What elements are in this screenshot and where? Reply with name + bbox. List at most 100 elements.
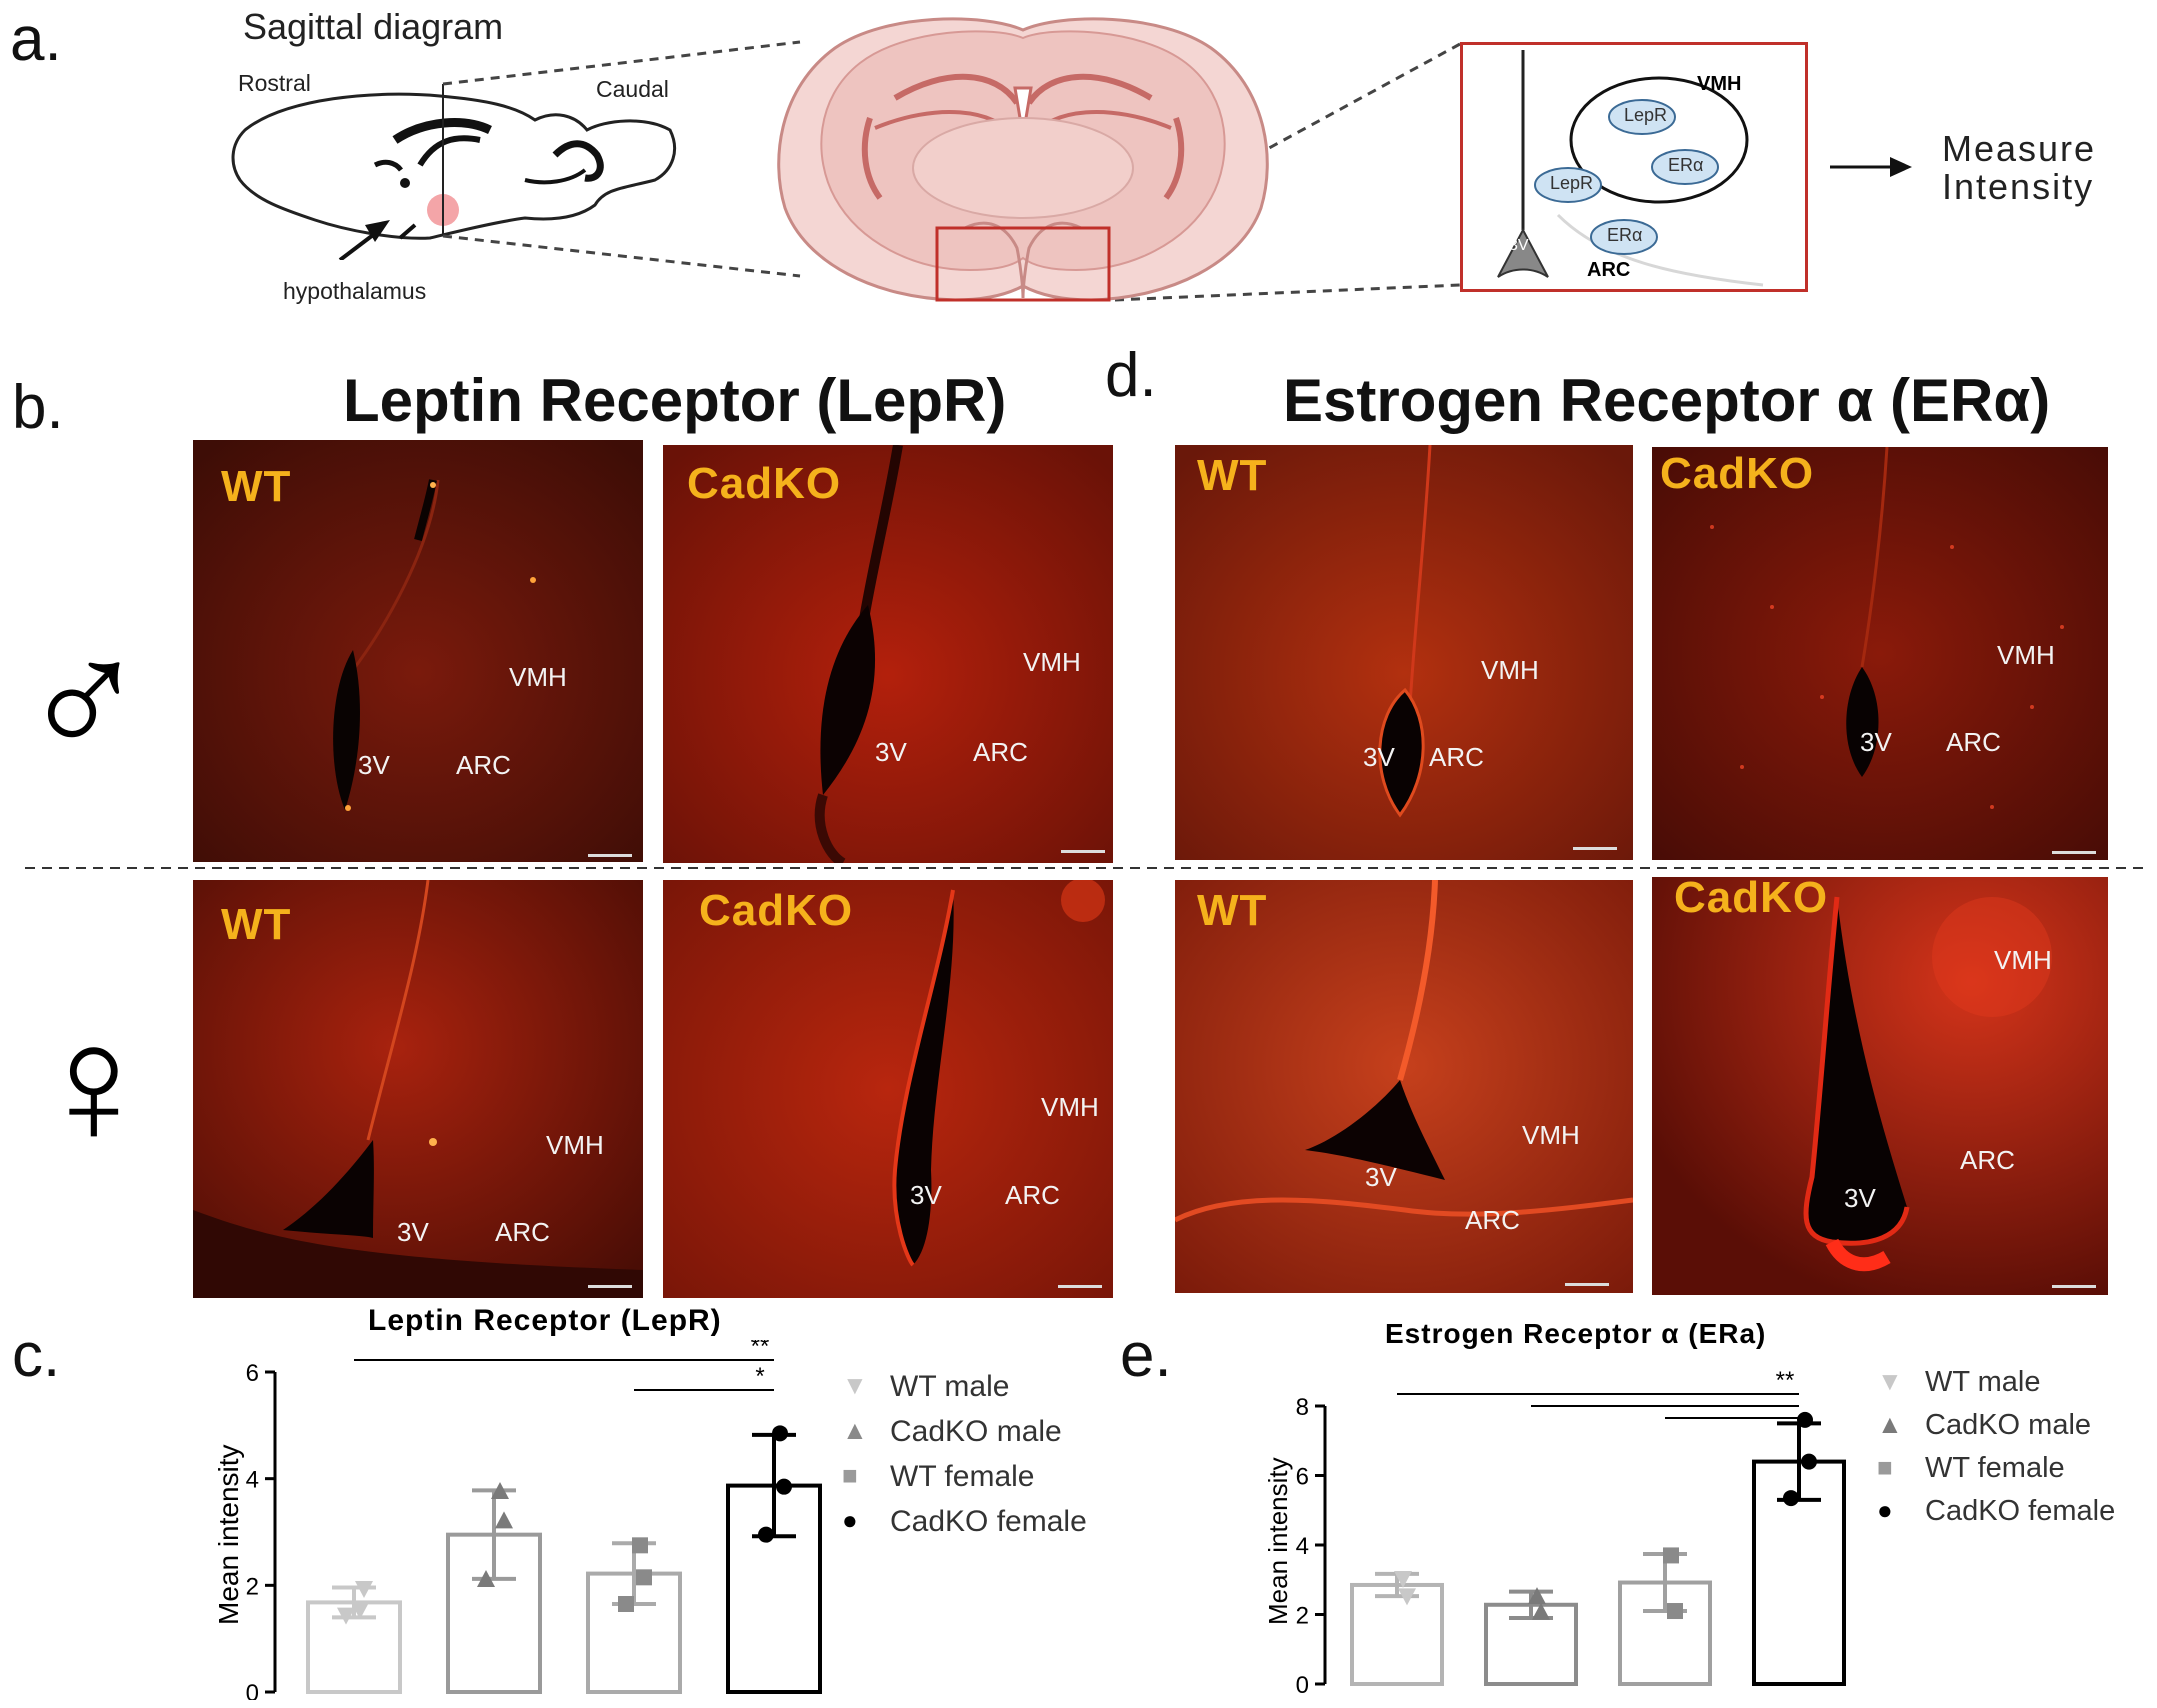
sagittal-brain-sketch: [231, 84, 677, 260]
scale-bar: [1061, 850, 1105, 853]
region-label-arc: ARC: [1960, 1145, 2015, 1175]
genotype-label: WT: [1197, 886, 1268, 935]
y-tick-label: 2: [1296, 1603, 1309, 1630]
coronal-brain-diagram: [777, 17, 1269, 302]
region-label-arc: ARC: [1465, 1205, 1520, 1235]
data-point: [1532, 1602, 1550, 1620]
genotype-label: CadKO: [1660, 449, 1815, 498]
legend-item-wt-male: WT male: [890, 1370, 1010, 1403]
data-point: [1801, 1453, 1817, 1470]
data-point: [351, 1602, 369, 1620]
data-point: [776, 1478, 792, 1495]
y-tick-label: 6: [246, 1360, 259, 1387]
significance-label: *: [755, 1363, 764, 1390]
arc-vmh-inset: VMH ARC LepR ERα LepR ERα 3V: [1460, 42, 1808, 292]
inset-era-label-1: ERα: [1668, 155, 1704, 175]
region-label-arc: ARC: [973, 737, 1028, 767]
micrograph-lepr-wt-female: WT VMH 3V ARC: [193, 880, 643, 1298]
inset-lepr-label-1: LepR: [1624, 105, 1668, 125]
micrograph-era-cadko-male: CadKO VMH 3V ARC: [1652, 447, 2108, 860]
y-tick-label: 4: [246, 1467, 259, 1494]
genotype-label: WT: [221, 900, 292, 949]
data-point: [1797, 1411, 1813, 1428]
micrograph-era-wt-male: WT VMH 3V ARC: [1175, 445, 1633, 860]
scale-bar: [1058, 1285, 1102, 1288]
data-point: [758, 1526, 774, 1543]
genotype-label: CadKO: [699, 886, 854, 935]
region-label-arc: ARC: [1429, 742, 1484, 772]
chart-c-legend: ▼WT male ▲CadKO male ■WT female ●CadKO f…: [842, 1370, 1087, 1538]
data-point: [491, 1482, 509, 1499]
micrograph-era-wt-female: WT VMH 3V ARC: [1175, 880, 1633, 1293]
caudal-label: Caudal: [596, 76, 669, 102]
data-point: [495, 1511, 513, 1529]
legend-item-cadko-male: CadKO male: [1925, 1409, 2092, 1441]
y-tick-label: 6: [1296, 1464, 1309, 1491]
legend-item-cadko-male: CadKO male: [890, 1415, 1062, 1448]
measure-intensity-text: Measure Intensity: [1942, 130, 2096, 206]
inset-era-label-2: ERα: [1607, 225, 1643, 245]
region-label-vmh: VMH: [546, 1130, 604, 1160]
measure-line-1: Measure: [1942, 128, 2097, 169]
lepr-title: Leptin Receptor (LepR): [343, 367, 1007, 434]
genotype-label: WT: [221, 462, 292, 511]
region-label-3v: 3V: [358, 750, 390, 780]
inset-3v-label: 3V: [1509, 237, 1529, 254]
genotype-label: CadKO: [687, 459, 842, 508]
region-label-vmh: VMH: [1994, 945, 2052, 975]
y-tick-label: 4: [1296, 1533, 1309, 1560]
panel-d-label: d.: [1105, 341, 1157, 410]
data-point: [1394, 1571, 1412, 1589]
hypothalamus-label: hypothalamus: [283, 278, 427, 304]
data-point: [1783, 1490, 1799, 1507]
genotype-label: WT: [1197, 451, 1268, 500]
scale-bar: [588, 1285, 632, 1288]
legend-item-wt-female: WT female: [890, 1460, 1035, 1493]
scale-bar: [1573, 847, 1617, 850]
region-label-vmh: VMH: [1041, 1092, 1099, 1122]
region-label-3v: 3V: [875, 737, 907, 767]
region-label-3v: 3V: [1363, 742, 1395, 772]
data-point: [1667, 1603, 1683, 1620]
genotype-label: CadKO: [1674, 877, 1829, 922]
female-symbol: ♀: [30, 990, 158, 1180]
region-label-arc: ARC: [456, 750, 511, 780]
significance-label: **: [751, 1340, 770, 1360]
inset-vmh-label: VMH: [1697, 73, 1742, 95]
region-label-vmh: VMH: [509, 662, 567, 692]
panel-b-label: b.: [12, 373, 64, 442]
male-symbol: ♂: [20, 605, 148, 795]
y-tick-label: 0: [1296, 1672, 1309, 1699]
data-point: [632, 1537, 648, 1554]
era-title: Estrogen Receptor α (ERα): [1283, 367, 2051, 434]
region-label-3v: 3V: [1365, 1162, 1397, 1192]
inset-lepr-label-2: LepR: [1550, 173, 1594, 193]
micrograph-lepr-wt-male: WT VMH 3V ARC: [193, 440, 643, 862]
region-label-vmh: VMH: [1997, 640, 2055, 670]
micrograph-lepr-cadko-female: CadKO VMH 3V ARC: [663, 880, 1113, 1298]
data-point: [477, 1570, 495, 1587]
data-point: [1528, 1587, 1546, 1605]
data-point: [636, 1569, 652, 1586]
legend-item-cadko-female: CadKO female: [1925, 1495, 2116, 1527]
legend-item-cadko-female: CadKO female: [890, 1505, 1087, 1538]
chart-c-title: Leptin Receptor (LepR): [368, 1304, 722, 1337]
y-tick-label: 2: [246, 1573, 259, 1600]
panel-c-label: c.: [12, 1321, 61, 1390]
measure-arrow: [1830, 157, 1912, 177]
chart-e-legend: ▼WT male ▲CadKO male ■WT female ●CadKO f…: [1877, 1366, 2116, 1527]
rostral-label: Rostral: [238, 70, 311, 96]
panel-e-label: e.: [1120, 1321, 1172, 1390]
y-tick-label: 0: [246, 1680, 259, 1700]
inset-arc-label: ARC: [1587, 259, 1631, 281]
data-point: [1398, 1588, 1416, 1606]
significance-label: **: [1776, 1367, 1795, 1394]
scale-bar: [1565, 1283, 1609, 1286]
data-point: [618, 1596, 634, 1612]
data-point: [355, 1581, 373, 1598]
region-label-arc: ARC: [1946, 727, 2001, 757]
data-point: [1663, 1547, 1679, 1564]
panel-a-label: a.: [10, 5, 62, 74]
